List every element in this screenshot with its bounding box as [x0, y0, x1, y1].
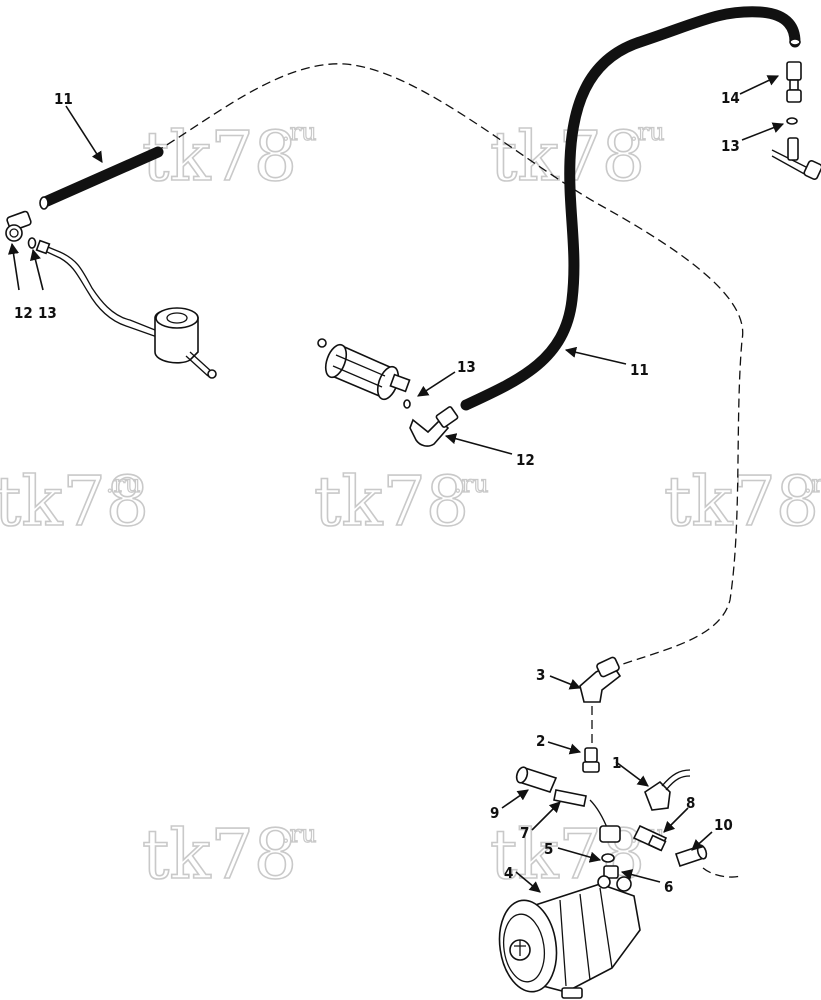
svg-text:.ru: .ru — [454, 470, 489, 498]
callout-12: 12 — [516, 451, 535, 469]
callout-8: 8 — [686, 794, 695, 812]
hose-end-cap — [789, 38, 801, 46]
fitting-top-right — [786, 61, 802, 103]
svg-text:tk78: tk78 — [664, 463, 819, 542]
callout-11: 11 — [630, 361, 649, 379]
svg-text:tk78: tk78 — [0, 463, 149, 542]
o-ring-top-right — [786, 117, 798, 125]
callout-4: 4 — [504, 864, 513, 882]
watermark: tk78 .ru — [663, 462, 821, 543]
leader-lines — [7, 75, 785, 893]
routing-dashed-line — [154, 63, 744, 669]
callout-11: 11 — [54, 90, 73, 108]
callout-5: 5 — [544, 840, 553, 858]
callout-3: 3 — [536, 666, 545, 684]
svg-text:.ru: .ru — [282, 820, 317, 848]
svg-text:.ru: .ru — [106, 470, 141, 498]
svg-text:.ru: .ru — [630, 118, 665, 146]
watermark: tk78 .ru — [0, 462, 150, 543]
hose-short — [39, 146, 164, 210]
watermark: tk78 .ru — [141, 815, 317, 896]
callout-13: 13 — [721, 137, 740, 155]
solenoid-valve-left — [35, 239, 217, 379]
adapter-fitting — [582, 747, 600, 773]
watermark: tk78 .ru — [141, 117, 317, 198]
o-ring-left — [27, 237, 37, 249]
fitting-5-6 — [599, 825, 621, 879]
callout-6: 6 — [664, 878, 673, 896]
svg-text:tk78: tk78 — [142, 118, 297, 197]
svg-text:tk78: tk78 — [142, 816, 297, 895]
svg-text:.ru: .ru — [804, 470, 821, 498]
routing-dashed-line-right — [702, 867, 741, 878]
callout-13: 13 — [38, 304, 57, 322]
callout-13: 13 — [457, 358, 476, 376]
callout-2: 2 — [536, 732, 545, 750]
callout-14: 14 — [721, 89, 740, 107]
svg-text:.ru: .ru — [282, 118, 317, 146]
callout-10: 10 — [714, 816, 733, 834]
svg-text:tk78: tk78 — [314, 463, 469, 542]
sleeve-10 — [674, 844, 708, 868]
hose-long — [460, 6, 801, 411]
fitting-8 — [632, 824, 668, 852]
switch-sensor — [644, 769, 691, 811]
watermark: tk78 .ru — [313, 462, 489, 543]
watermark-layer: tk78 .ru tk78 .ru tk78 .ru tk78 .ru tk78… — [0, 117, 821, 896]
tee-fitting — [771, 137, 821, 181]
sleeve-9 — [515, 766, 558, 793]
elbow-fitting-left — [5, 210, 32, 242]
callout-9: 9 — [490, 804, 499, 822]
callout-12: 12 — [14, 304, 33, 322]
callout-labels: 11 12 13 11 13 12 14 13 3 2 1 9 7 8 10 5… — [14, 89, 740, 896]
elbow-fitting-lower — [579, 656, 622, 703]
callout-1: 1 — [612, 754, 621, 772]
filter-drier — [317, 338, 411, 409]
elbow-fitting-center — [409, 406, 459, 447]
compressor — [498, 875, 641, 999]
callout-7: 7 — [520, 824, 529, 842]
